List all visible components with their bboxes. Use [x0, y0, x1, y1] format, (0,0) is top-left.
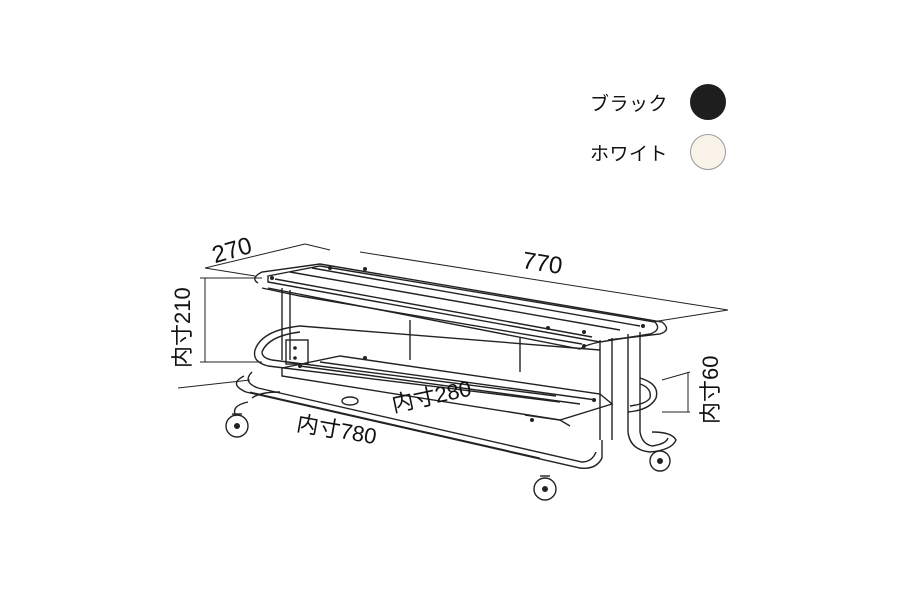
inner-height-label: 内寸210: [170, 287, 195, 368]
inner-wheel-label: 内寸60: [698, 356, 723, 424]
inner-width-label: 内寸780: [295, 411, 379, 450]
color-option-black: ブラック: [590, 84, 726, 120]
color-label: ブラック: [590, 92, 669, 115]
top-seat: [254, 263, 668, 350]
caster-right: [649, 450, 671, 472]
caster-back: [341, 396, 359, 406]
depth-label: 270: [209, 232, 255, 269]
width-label: 770: [520, 247, 564, 280]
lower-shelf: [281, 355, 614, 427]
caster-front: [533, 475, 557, 501]
white-swatch-icon: [690, 134, 726, 170]
color-option-white: ホワイト: [590, 134, 726, 170]
frame-legs: [281, 288, 641, 440]
black-swatch-icon: [690, 84, 726, 120]
color-label: ホワイト: [590, 142, 669, 165]
caster-left: [225, 413, 249, 438]
base-frame: [233, 371, 677, 469]
lower-frame: [253, 325, 658, 413]
dimension-lines: [177, 243, 729, 459]
